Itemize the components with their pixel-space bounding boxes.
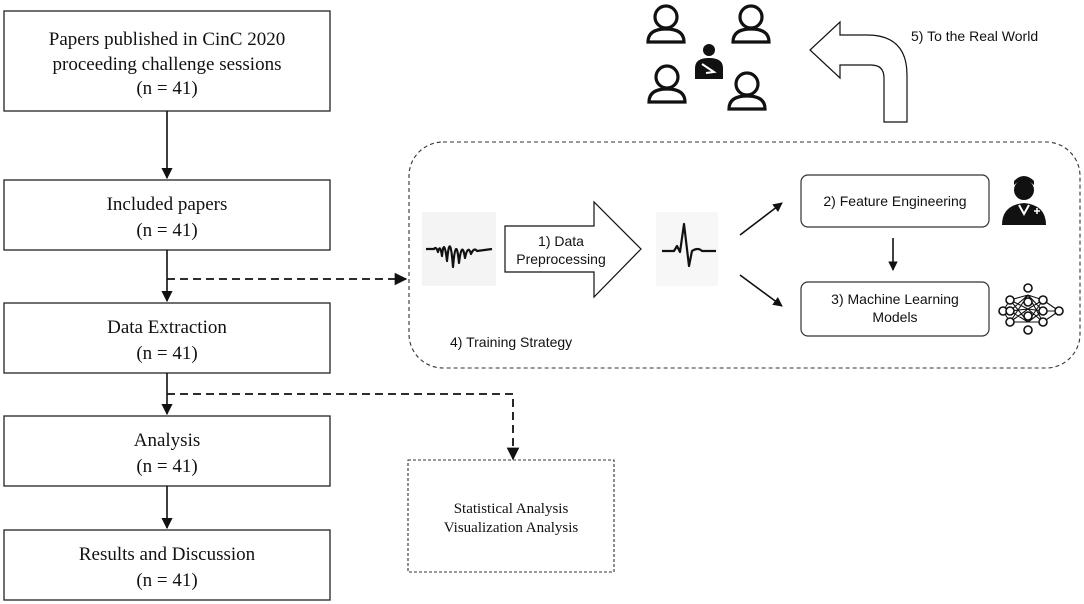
person-icon [647, 64, 687, 104]
box-papers-published: Papers published in CinC 2020 proceeding… [3, 10, 331, 112]
included-papers-count: (n = 41) [136, 220, 197, 241]
included-papers-label: Included papers [107, 194, 228, 215]
arrow-to-ml-models [739, 274, 783, 307]
training-pipeline-region [408, 141, 1081, 369]
statistical-analysis-text: Statistical Analysis [454, 501, 569, 517]
raw-ecg-signal-icon [422, 212, 496, 286]
doctor-icon [1002, 176, 1046, 225]
person-icon [731, 4, 771, 44]
ml-models-box: 3) Machine Learning Models [800, 281, 990, 337]
papers-published-line2: proceeding challenge sessions [53, 54, 282, 75]
papers-published-count: (n = 41) [136, 78, 197, 99]
feature-engineering-label: 2) Feature Engineering [823, 193, 966, 209]
data-preprocessing-arrow: 1) Data Preprocessing [504, 200, 642, 299]
person-icon [646, 4, 686, 44]
dashed-arrow-to-analysis-box [167, 393, 520, 461]
results-discussion-count: (n = 41) [136, 570, 197, 591]
analysis-count: (n = 41) [136, 456, 197, 477]
training-strategy-label: 4) Training Strategy [450, 334, 572, 350]
ml-models-label-line1: 3) Machine Learning [831, 291, 959, 307]
u-turn-arrow-icon [809, 20, 908, 123]
neural-network-icon [998, 283, 1064, 335]
people-icon [646, 4, 771, 111]
analysis-label: Analysis [134, 430, 201, 451]
data-extraction-label: Data Extraction [107, 317, 227, 338]
box-data-extraction: Data Extraction (n = 41) [3, 302, 331, 374]
data-extraction-count: (n = 41) [136, 343, 197, 364]
papers-published-line1: Papers published in CinC 2020 [49, 29, 285, 50]
results-discussion-label: Results and Discussion [79, 544, 256, 565]
analysis-methods-box: Statistical Analysis Visualization Analy… [407, 459, 615, 573]
person-icon [727, 71, 767, 111]
box-analysis: Analysis (n = 41) [3, 415, 331, 487]
preprocessing-label-line2: Preprocessing [516, 251, 606, 267]
ecg-beat-icon [656, 212, 718, 286]
box-included-papers: Included papers (n = 41) [3, 179, 331, 251]
box-results-discussion: Results and Discussion (n = 41) [3, 529, 331, 601]
arrow-to-feature-engineering [739, 202, 783, 236]
ml-models-label-line2: Models [872, 309, 917, 325]
feature-engineering-box: 2) Feature Engineering [800, 174, 990, 228]
visualization-analysis-text: Visualization Analysis [444, 520, 579, 536]
preprocessing-label-line1: 1) Data [538, 233, 584, 249]
real-world-label: 5) To the Real World [911, 28, 1038, 44]
patient-icon [695, 44, 723, 79]
